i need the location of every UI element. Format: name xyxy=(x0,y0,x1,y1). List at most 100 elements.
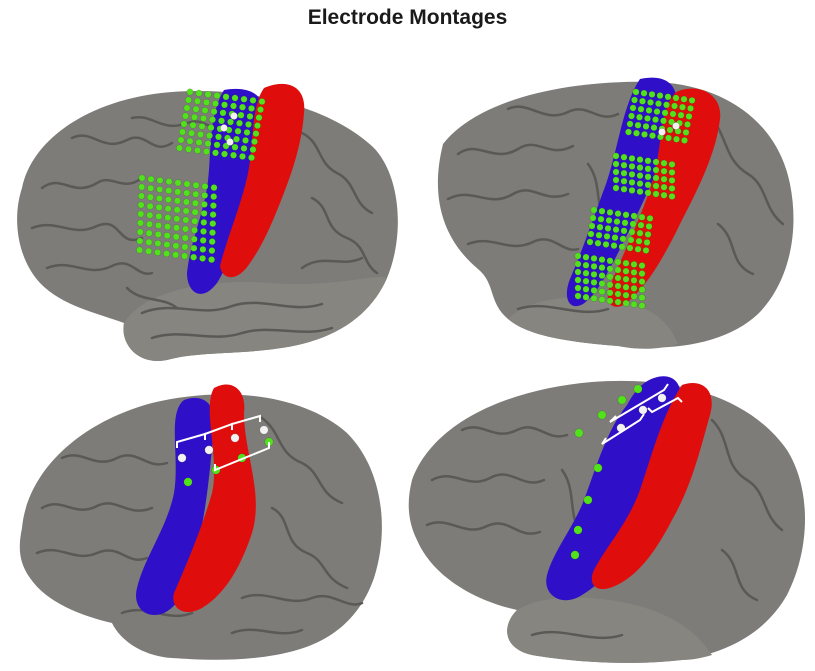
grid-electrode xyxy=(660,159,668,167)
brain-render-bottom-right xyxy=(408,376,806,663)
grid-electrode xyxy=(219,109,227,117)
grid-electrode xyxy=(622,259,630,267)
grid-electrode xyxy=(209,202,217,210)
grid-electrode xyxy=(644,173,652,181)
electrode-grids xyxy=(574,88,696,310)
grid-electrode xyxy=(660,183,668,191)
grid-electrode xyxy=(638,262,646,270)
grid-electrode xyxy=(663,101,670,109)
grid-electrode xyxy=(650,124,658,132)
grid-electrode xyxy=(645,222,653,230)
grid-electrode xyxy=(234,127,242,135)
grid-electrode xyxy=(664,93,672,101)
grid-electrode xyxy=(236,119,243,127)
grid-electrode xyxy=(598,207,606,215)
grid-electrode xyxy=(190,244,198,252)
grid-electrode xyxy=(155,221,162,229)
grid-electrode xyxy=(602,240,610,248)
grid-electrode xyxy=(590,286,598,294)
grid-electrode xyxy=(176,144,183,152)
grid-electrode xyxy=(684,120,691,128)
grid-electrode xyxy=(177,136,185,144)
grid-electrode xyxy=(618,243,626,251)
grid-electrode xyxy=(628,170,636,178)
grid-electrode xyxy=(620,169,628,177)
grid-electrode xyxy=(230,151,237,159)
grid-electrode xyxy=(685,112,693,120)
grid-electrode xyxy=(655,100,662,108)
grid-electrode xyxy=(620,227,628,235)
grid-electrode xyxy=(243,128,251,136)
strip-electrode xyxy=(573,525,583,535)
grid-electrode xyxy=(138,174,146,182)
postcentral-gyrus xyxy=(566,77,677,307)
grid-electrode xyxy=(173,215,181,223)
grid-electrode xyxy=(181,234,189,242)
white-contact xyxy=(672,122,680,130)
grid-electrode xyxy=(630,292,638,300)
grid-electrode xyxy=(646,214,654,222)
grid-electrode xyxy=(146,193,154,201)
brain-panel-bottom-right xyxy=(392,370,812,670)
grid-electrode xyxy=(598,272,606,280)
grid-electrode xyxy=(628,186,636,194)
grid-electrode xyxy=(208,256,216,264)
grid-electrode xyxy=(636,188,644,196)
grid-electrode xyxy=(652,174,660,182)
grid-electrode xyxy=(154,239,162,247)
grid-electrode xyxy=(590,270,598,278)
grid-electrode xyxy=(240,95,248,103)
grid-electrode xyxy=(185,96,192,104)
sulci xyxy=(425,418,784,640)
grid-electrode xyxy=(598,288,606,296)
grid-electrode xyxy=(181,243,189,251)
grid-electrode xyxy=(665,134,672,142)
grid-electrode xyxy=(590,294,598,302)
grid-electrode xyxy=(638,213,646,221)
grid-electrode xyxy=(635,237,643,245)
brain-panel-top-left xyxy=(2,78,402,363)
grid-electrode xyxy=(203,98,210,106)
grid-electrode xyxy=(145,229,153,237)
grid-electrode xyxy=(582,277,590,285)
grid-electrode xyxy=(660,117,667,125)
grid-electrode xyxy=(660,175,668,183)
grid-electrode xyxy=(197,130,204,138)
grid-electrode xyxy=(666,126,674,134)
grid-electrode xyxy=(199,254,207,262)
grid-electrode xyxy=(207,124,215,132)
grid-electrode xyxy=(239,103,246,111)
strip-electrode xyxy=(597,410,607,420)
white-contact xyxy=(177,453,187,463)
grid-electrode xyxy=(136,237,144,245)
sulci xyxy=(446,105,785,314)
grid-electrode xyxy=(629,220,637,228)
grid-electrode xyxy=(146,211,154,219)
strip-electrode xyxy=(583,495,593,505)
grid-electrode xyxy=(636,113,643,121)
grid-electrode xyxy=(189,121,197,129)
grid-electrode xyxy=(596,223,604,231)
grid-electrode xyxy=(622,291,630,299)
white-contact xyxy=(230,433,240,443)
grid-electrode xyxy=(221,150,228,158)
grid-electrode xyxy=(634,245,642,253)
grid-electrode xyxy=(181,252,189,260)
grid-electrode xyxy=(163,241,171,249)
grid-electrode xyxy=(215,133,222,141)
grid-electrode xyxy=(622,283,630,291)
grid-electrode xyxy=(606,208,614,216)
grid-electrode xyxy=(222,93,230,101)
grid-electrode xyxy=(628,154,636,162)
grid-electrode xyxy=(254,122,261,130)
grid-electrode xyxy=(656,92,664,100)
grid-electrode xyxy=(598,264,606,272)
figure-title: Electrode Montages xyxy=(307,6,508,29)
grid-electrode xyxy=(582,293,590,301)
grid-electrode xyxy=(206,132,213,140)
grid-electrode xyxy=(644,157,652,165)
grid-electrode xyxy=(614,258,622,266)
white-contact xyxy=(226,138,234,146)
grid-electrode xyxy=(638,278,646,286)
white-contact xyxy=(204,445,214,455)
